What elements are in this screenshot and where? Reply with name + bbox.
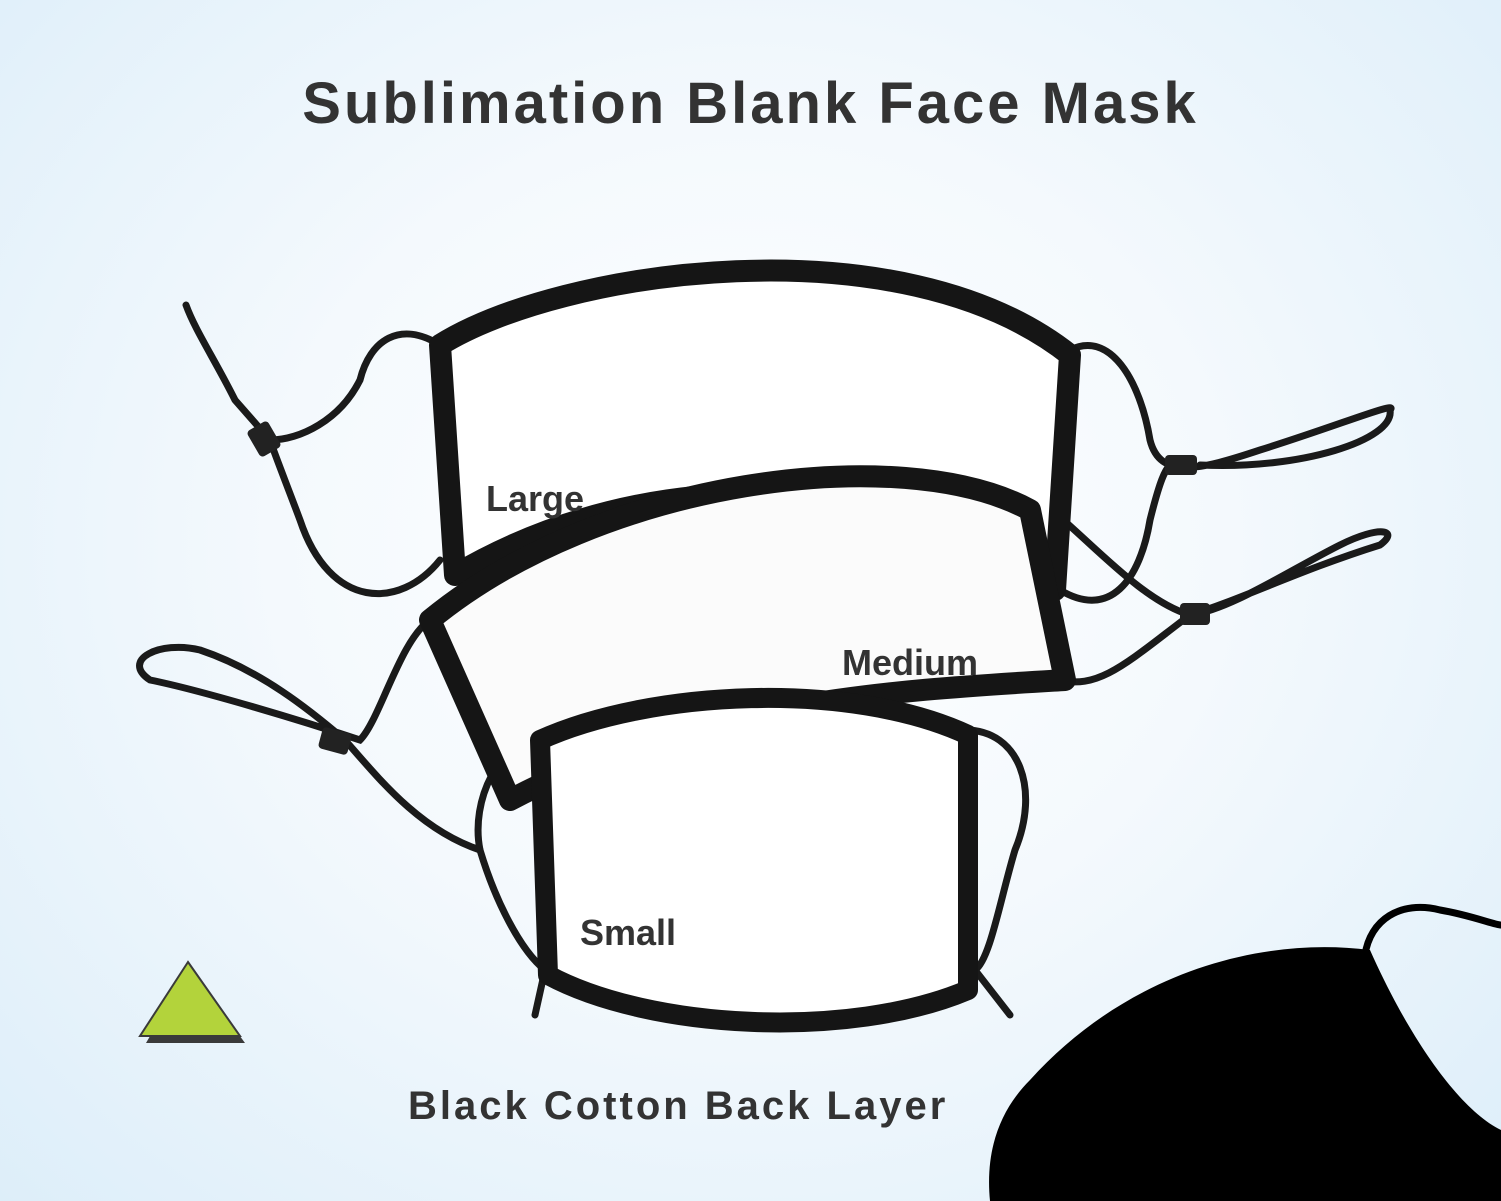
back-layer-caption: Black Cotton Back Layer	[408, 1084, 949, 1128]
small-right-strap	[961, 726, 1030, 1019]
large-right-strap	[1066, 342, 1395, 471]
medium-left-strap	[136, 616, 484, 854]
small-mask	[530, 687, 978, 1033]
black-back-layer	[989, 947, 1501, 1201]
medium-right-adjuster	[1180, 603, 1210, 625]
medium-right-strap	[1036, 496, 1392, 619]
size-label-medium: Medium	[842, 642, 979, 683]
large-left-adjuster	[247, 421, 281, 457]
large-right-strap-lower	[1056, 461, 1174, 604]
large-left-strap	[182, 301, 444, 444]
medium-right-strap-lower	[1056, 611, 1194, 686]
large-right-adjuster	[1165, 455, 1197, 475]
size-label-large: Large	[486, 478, 585, 519]
triangle-icon	[138, 960, 245, 1043]
black-back-layer-strap	[1361, 903, 1501, 956]
size-label-small: Small	[580, 912, 677, 953]
medium-left-adjuster	[318, 727, 352, 755]
page-title: Sublimation Blank Face Mask	[302, 71, 1199, 136]
large-left-strap-lower	[266, 436, 444, 598]
